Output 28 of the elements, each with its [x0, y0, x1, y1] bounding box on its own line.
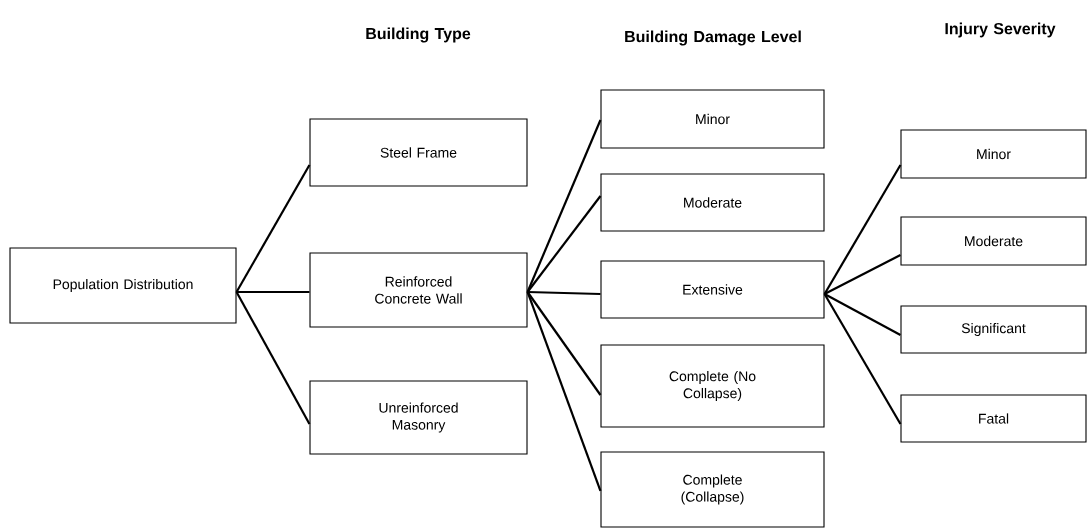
column-heading: Building Type [366, 27, 471, 43]
connector-line [526, 291, 602, 492]
category-box: Moderate [600, 173, 825, 232]
category-box: Unreinforced Masonry [309, 380, 528, 455]
category-box: Reinforced Concrete Wall [309, 252, 528, 328]
column-heading: Injury Severity [945, 22, 1056, 38]
connector-line [823, 164, 902, 295]
connector-line [526, 119, 602, 293]
category-box: Extensive [600, 260, 825, 319]
category-box: Fatal [900, 394, 1087, 443]
category-box: Moderate [900, 216, 1087, 266]
category-box: Complete (No Collapse) [600, 344, 825, 428]
connector-line [235, 164, 311, 293]
connector-line [527, 290, 601, 296]
category-box: Significant [900, 305, 1087, 354]
category-box: Complete (Collapse) [600, 451, 825, 528]
connector-line [526, 291, 602, 396]
connector-line [824, 254, 901, 295]
connector-line [236, 290, 310, 294]
connector-line [526, 195, 602, 293]
connector-line [823, 293, 902, 425]
category-box: Minor [600, 89, 825, 149]
column-heading: Building Damage Level [625, 30, 801, 46]
connector-line [235, 291, 311, 425]
category-box: Steel Frame [309, 118, 528, 187]
category-box: Minor [900, 129, 1087, 179]
category-box: Population Distribution [9, 247, 237, 324]
connector-line [824, 293, 901, 336]
